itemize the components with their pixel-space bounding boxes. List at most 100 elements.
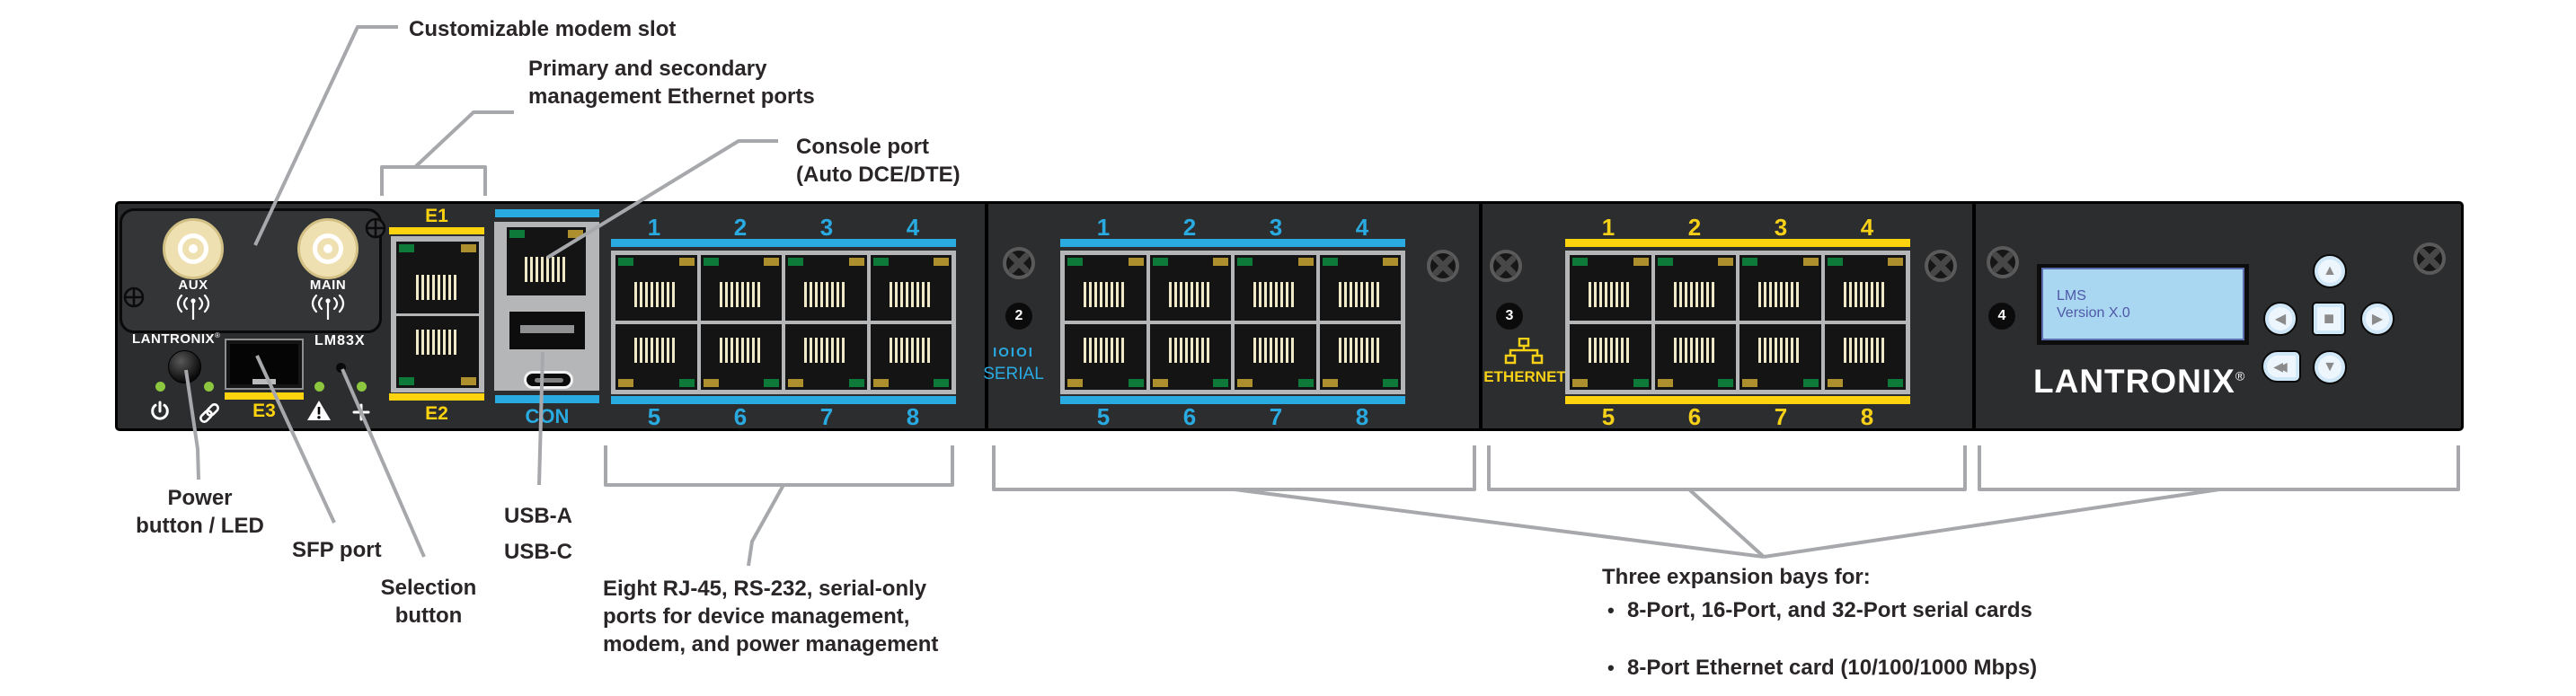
callout-serial-ports: Eight RJ-45, RS-232, serial-only ports f… — [603, 575, 938, 658]
rj45-jack — [1570, 255, 1651, 321]
keypad-select-button: ■ — [2312, 302, 2346, 336]
port-accent-bar — [1060, 239, 1405, 247]
ethernet-icon — [1504, 338, 1544, 365]
bay-number-badge: 3 — [1496, 303, 1523, 330]
usb-a-tongue — [520, 325, 574, 333]
e1-label: E1 — [425, 206, 448, 226]
screw-icon — [2413, 242, 2446, 275]
rj45-pins — [634, 338, 678, 363]
port-accent-bar — [611, 396, 956, 404]
rj45-port-block — [1060, 251, 1405, 394]
screw-icon — [1003, 247, 1035, 279]
antenna-icon — [311, 295, 345, 320]
main-antenna-connector — [297, 218, 359, 279]
rj45-jack — [1824, 324, 1906, 390]
link-icon — [199, 403, 219, 423]
screw-icon — [1490, 250, 1522, 282]
bay3-bracket — [1487, 445, 1967, 491]
brand-logo: LANTRONIX® — [132, 331, 220, 347]
port-number: 6 — [1687, 402, 1702, 430]
mgmt-ethernet-leader — [413, 110, 514, 169]
port-accent-bar — [1060, 396, 1405, 404]
bay2-leader — [1234, 488, 1765, 559]
port-number: 3 — [819, 213, 834, 241]
rj45-jack — [1739, 255, 1821, 321]
port-number: 5 — [1096, 402, 1111, 430]
rj45-jack — [1235, 324, 1316, 390]
callout-line: (Auto DCE/DTE) — [796, 163, 960, 187]
bay-divider — [985, 201, 988, 431]
aux-label: AUX — [178, 278, 208, 293]
rj45-pins — [719, 282, 763, 307]
port-number: 8 — [906, 402, 920, 430]
port-number: 4 — [1355, 213, 1369, 241]
port-number: 4 — [906, 213, 920, 241]
callout-sfp-port: SFP port — [292, 538, 382, 562]
callout-line: Power — [167, 486, 233, 510]
rj45-jack — [615, 324, 697, 390]
bay4-leader — [1763, 488, 2220, 559]
rj45-jack — [1654, 324, 1736, 390]
rj45-jack — [1149, 255, 1231, 321]
callout-line: Primary and secondary — [528, 57, 767, 81]
sfp-accent-bar — [225, 392, 304, 400]
console-rj45-jack — [507, 227, 586, 295]
rj45-jack — [785, 255, 867, 321]
aux-function-icon — [352, 403, 370, 421]
rj45-pins — [634, 282, 678, 307]
console-accent-bar — [495, 395, 599, 403]
callout-mgmt-ethernet: Primary and secondary management Etherne… — [528, 55, 815, 110]
rj45-jack — [1824, 255, 1906, 321]
rj45-pins — [1589, 338, 1633, 363]
e2-rj45-jack — [396, 316, 479, 388]
port-number: 5 — [1601, 402, 1616, 430]
callout-power-button: Power button / LED — [130, 484, 270, 540]
port-numbers-bottom: 5 6 7 8 — [1565, 403, 1910, 430]
callout-console-port: Console port (Auto DCE/DTE) — [796, 133, 960, 189]
up-arrow-icon: ▲ — [2323, 263, 2337, 278]
port-number: 2 — [733, 213, 748, 241]
callout-line: modem, and power management — [603, 632, 939, 656]
rj45-jack — [1235, 255, 1316, 321]
power-led — [155, 382, 165, 392]
power-button — [168, 350, 201, 383]
lcd-line2: Version X.0 — [2057, 305, 2130, 321]
bay2-bracket — [992, 445, 1476, 491]
rj45-pins — [1589, 282, 1633, 307]
brand-text: LANTRONIX — [132, 331, 215, 347]
callout-line: ports for device management, — [603, 604, 910, 629]
port-number: 6 — [733, 402, 748, 430]
bay-number-badge: 4 — [1988, 303, 2015, 330]
rj45-pins — [1673, 282, 1717, 307]
rj45-jack — [615, 255, 697, 321]
rj45-pins — [719, 338, 763, 363]
brand-text: LANTRONIX — [2033, 363, 2235, 400]
port-number: 6 — [1182, 402, 1197, 430]
port-number: 7 — [1774, 402, 1788, 430]
port-numbers-top: 1 2 3 4 — [1565, 214, 1910, 241]
registered-mark: ® — [215, 331, 221, 339]
rj45-pins — [889, 338, 933, 363]
alert-led — [314, 382, 324, 392]
port-number: 3 — [1774, 213, 1788, 241]
callout-expansion-bays-title: Three expansion bays for: — [1602, 565, 1871, 589]
port-number: 8 — [1355, 402, 1369, 430]
port-number: 1 — [647, 213, 661, 241]
rj45-jack — [1319, 324, 1401, 390]
screw-icon — [123, 286, 145, 308]
rj45-pins — [416, 275, 459, 300]
rj45-port-block — [611, 251, 956, 394]
e2-label: E2 — [425, 403, 448, 424]
rj45-pins — [1843, 282, 1887, 307]
rj45-jack — [1739, 324, 1821, 390]
bay4-bracket — [1978, 445, 2460, 491]
rj45-jack — [700, 324, 782, 390]
callout-line: USB-A — [504, 504, 572, 528]
bay3-leader — [1687, 488, 1766, 559]
port-number: 1 — [1601, 213, 1616, 241]
double-left-arrow-icon: ◀◀ — [2273, 358, 2287, 374]
down-arrow-icon: ▼ — [2323, 359, 2337, 374]
power-icon — [151, 401, 169, 420]
rj45-pins — [1253, 282, 1297, 307]
ethernet-card-label: ETHERNET — [1483, 368, 1566, 385]
